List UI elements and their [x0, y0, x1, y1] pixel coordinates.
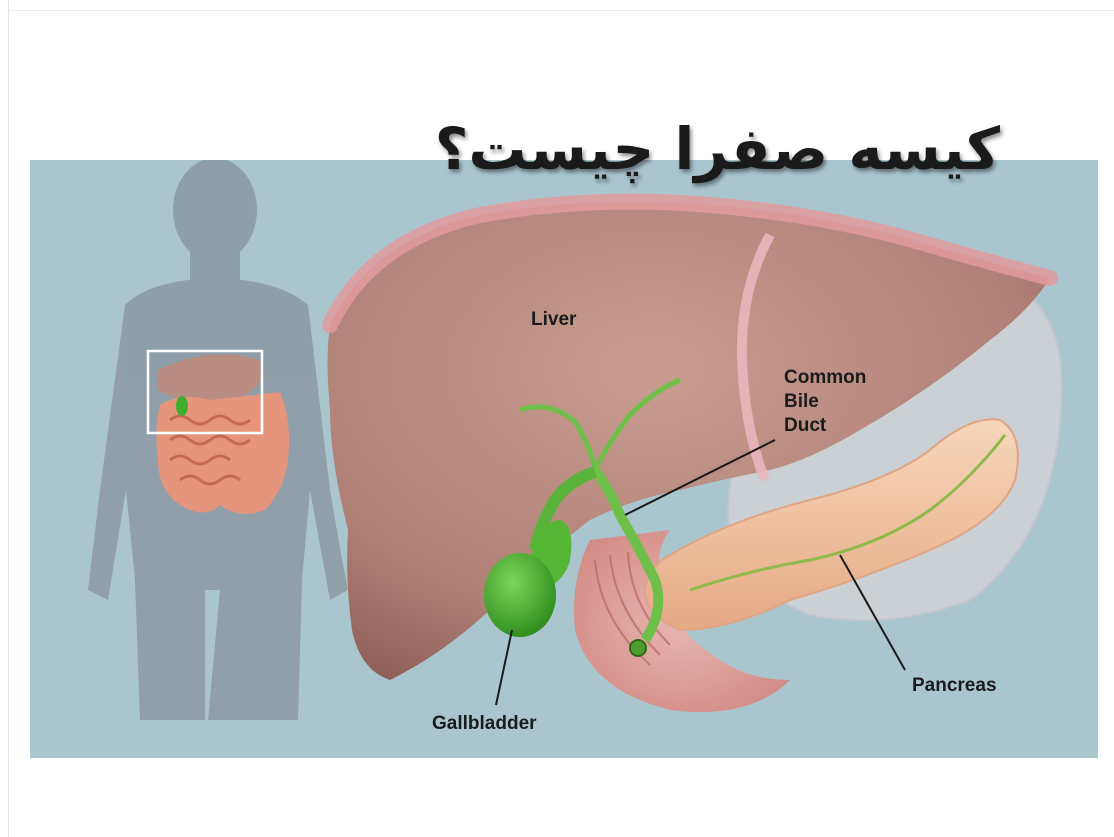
- page-title: کیسه صفرا چیست؟: [440, 104, 1000, 194]
- liver-label: Liver: [531, 308, 576, 332]
- page-border: [8, 10, 1114, 11]
- common-bile-duct-label-line: Duct: [784, 414, 914, 438]
- common-bile-duct-label: Common Bile Duct: [784, 366, 914, 438]
- pancreas-label: Pancreas: [912, 674, 997, 698]
- anatomy-illustration: [30, 160, 1098, 758]
- common-bile-duct-label-line: Bile: [784, 390, 914, 414]
- gallbladder-label: Gallbladder: [432, 712, 537, 736]
- page-border: [8, 0, 9, 837]
- common-bile-duct-label-line: Common: [784, 366, 914, 390]
